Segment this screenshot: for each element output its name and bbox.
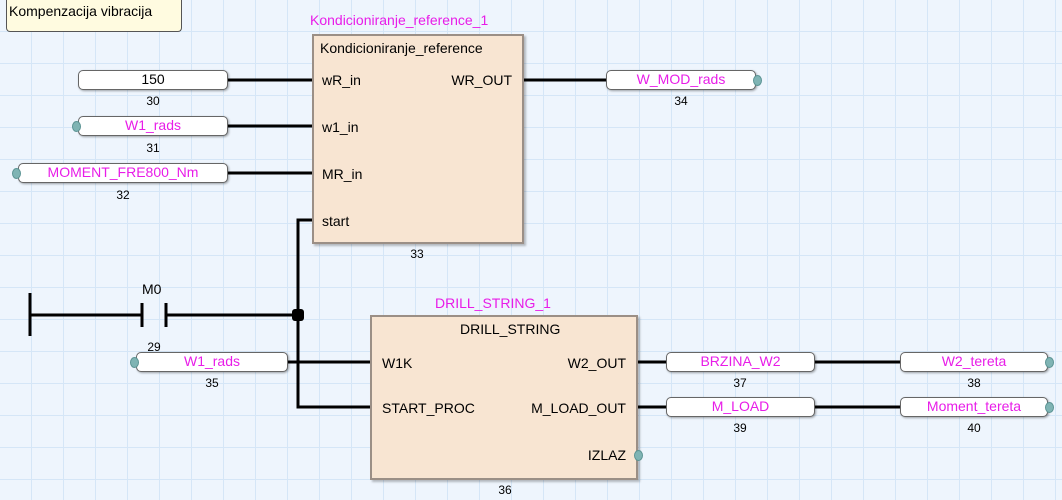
var34-connector-dot[interactable] <box>753 75 762 86</box>
var30-number: 30 <box>146 94 160 108</box>
pin-wR_in[interactable]: wR_in <box>322 72 361 88</box>
variable-const-150[interactable]: 150 <box>78 70 228 90</box>
var37-number: 37 <box>733 376 747 390</box>
pin-MR_in[interactable]: MR_in <box>322 166 363 182</box>
pin-start[interactable]: start <box>322 213 350 229</box>
contact-m0-label: M0 <box>142 281 162 297</box>
var38-connector-dot[interactable] <box>1045 357 1054 368</box>
variable-w2-tereta[interactable]: W2_tereta <box>900 352 1048 372</box>
variable-moment-fre800[interactable]: MOMENT_FRE800_Nm <box>18 163 228 183</box>
pin-IZLAZ[interactable]: IZLAZ <box>587 447 626 463</box>
block-drill-string[interactable]: DRILL_STRING W1K START_PROC W2_OUT M_LOA… <box>370 315 638 480</box>
var31-number: 31 <box>146 141 160 155</box>
variable-w1-rads-31[interactable]: W1_rads <box>78 116 228 136</box>
izlaz-connector-dot[interactable] <box>634 450 643 461</box>
comment-text: Kompenzacija vibracija <box>9 3 153 19</box>
block2-type-name: DRILL_STRING <box>460 321 561 337</box>
variable-m-load[interactable]: M_LOAD <box>666 397 815 417</box>
wire-start-proc <box>296 315 372 409</box>
pin-START_PROC[interactable]: START_PROC <box>382 400 475 416</box>
var40-connector-dot[interactable] <box>1045 402 1054 413</box>
wire-start <box>296 218 314 315</box>
var40-number: 40 <box>967 421 981 435</box>
var35-number: 35 <box>205 376 219 390</box>
pin-W2_OUT[interactable]: W2_OUT <box>567 355 626 371</box>
pin-WR_OUT[interactable]: WR_OUT <box>451 72 512 88</box>
var35-connector-dot[interactable] <box>130 357 139 368</box>
block2-instance-name: DRILL_STRING_1 <box>435 295 551 311</box>
contact-m0-number: 29 <box>147 340 161 354</box>
block1-instance-name: Kondicioniranje_reference_1 <box>310 12 489 28</box>
var31-connector-dot[interactable] <box>72 121 81 132</box>
pin-w1_in[interactable]: w1_in <box>322 119 359 135</box>
block1-type-name: Kondicioniranje_reference <box>320 40 483 56</box>
pin-M_LOAD_OUT[interactable]: M_LOAD_OUT <box>531 400 626 416</box>
pin-W1K[interactable]: W1K <box>382 355 413 371</box>
variable-moment-tereta[interactable]: Moment_tereta <box>900 397 1048 417</box>
var32-number: 32 <box>116 188 130 202</box>
variable-w1-rads-35[interactable]: W1_rads <box>136 352 288 372</box>
variable-brzina-w2[interactable]: BRZINA_W2 <box>666 352 815 372</box>
junction-node <box>292 309 304 321</box>
var39-number: 39 <box>733 421 747 435</box>
block1-number: 33 <box>410 247 424 261</box>
var32-connector-dot[interactable] <box>12 168 21 179</box>
var38-number: 38 <box>967 376 981 390</box>
variable-w-mod-rads[interactable]: W_MOD_rads <box>606 70 756 90</box>
block2-number: 36 <box>498 483 512 497</box>
block-kondicioniranje-reference[interactable]: Kondicioniranje_reference wR_in w1_in MR… <box>312 34 524 244</box>
comment-box[interactable]: Kompenzacija vibracija <box>6 0 182 32</box>
var34-number: 34 <box>674 94 688 108</box>
